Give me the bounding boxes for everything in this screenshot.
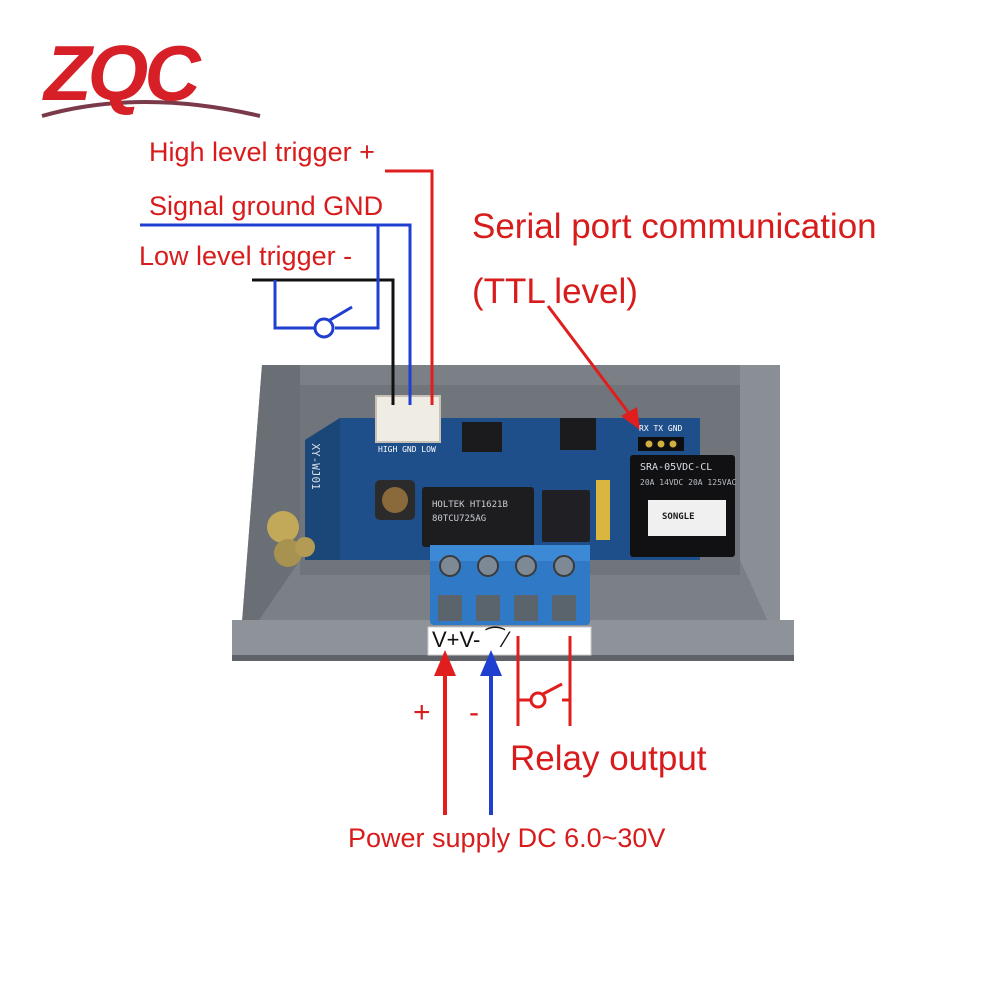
power-supply-label: Power supply DC 6.0~30V — [348, 823, 666, 853]
power-minus-label: - — [469, 696, 479, 729]
high-level-trigger-label: High level trigger + — [149, 137, 375, 167]
terminal-strip-label: V+V- ⁀⁄ — [432, 627, 508, 652]
input-pin-labels: HIGH GND LOW — [378, 445, 436, 454]
low-level-trigger-label: Low level trigger - — [139, 241, 353, 271]
brand-logo — [41, 100, 261, 118]
relay-model-marking: SRA-05VDC-CL — [640, 462, 713, 473]
main-chip-code: 80TCU725AG — [432, 514, 487, 524]
relay-brand-logo: SONGLE — [662, 512, 695, 522]
logo-text: ZQC — [44, 29, 201, 117]
relay-rating-marking: 20A 14VDC 20A 125VAC — [640, 478, 737, 487]
power-plus-label: + — [413, 696, 431, 729]
ttl-level-label: (TTL level) — [472, 272, 638, 311]
serial-port-label: Serial port communication — [472, 207, 877, 246]
signal-ground-label: Signal ground GND — [149, 191, 384, 221]
main-chip-marking: HOLTEK HT1621B — [432, 500, 508, 510]
serial-pin-labels: RX TX GND — [639, 424, 683, 433]
relay-output-label: Relay output — [510, 739, 707, 778]
board-model-marking: XY-WJ01 — [308, 443, 322, 490]
